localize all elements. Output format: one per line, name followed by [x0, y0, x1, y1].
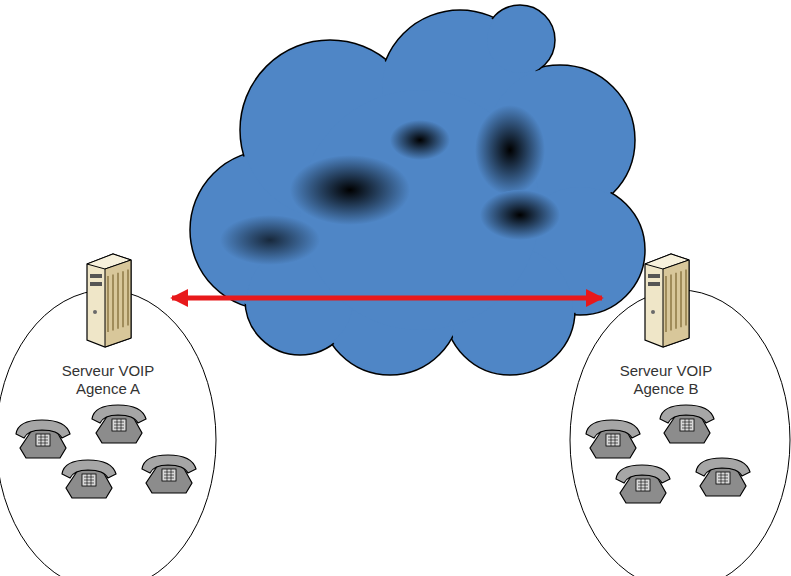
voip-server: Serveur VOIP Agence A — [44, 252, 172, 398]
server-label: Serveur VOIP Agence A — [44, 362, 172, 398]
server-icon — [83, 252, 133, 348]
trunk-link — [172, 296, 602, 301]
internet-cloud — [190, 5, 645, 375]
server-icon — [641, 252, 691, 348]
voip-server: Serveur VOIP Agence B — [602, 252, 730, 398]
server-label: Serveur VOIP Agence B — [602, 362, 730, 398]
ip-phones — [16, 405, 750, 503]
